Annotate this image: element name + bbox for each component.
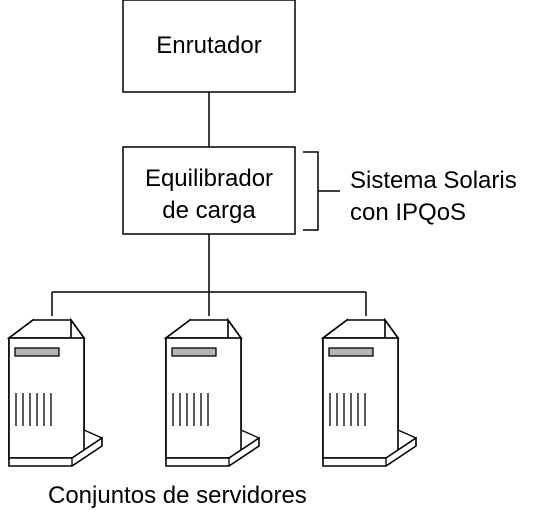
router-label: Enrutador	[156, 32, 261, 59]
server-tower-icon	[8, 319, 103, 467]
annotation-line1: Sistema Solaris	[350, 167, 517, 194]
load-balancer-label-line1: Equilibrador	[145, 165, 273, 192]
router-box	[122, 0, 296, 93]
server-tower-icon	[165, 319, 260, 467]
server-farm-label: Conjuntos de servidores	[48, 482, 307, 509]
server-tower-icon	[322, 319, 417, 467]
annotation-line2: con IPQoS	[350, 199, 466, 226]
load-balancer-box	[122, 146, 296, 235]
annotation-bracket	[303, 151, 340, 231]
load-balancer-label-line2: de carga	[162, 197, 256, 224]
